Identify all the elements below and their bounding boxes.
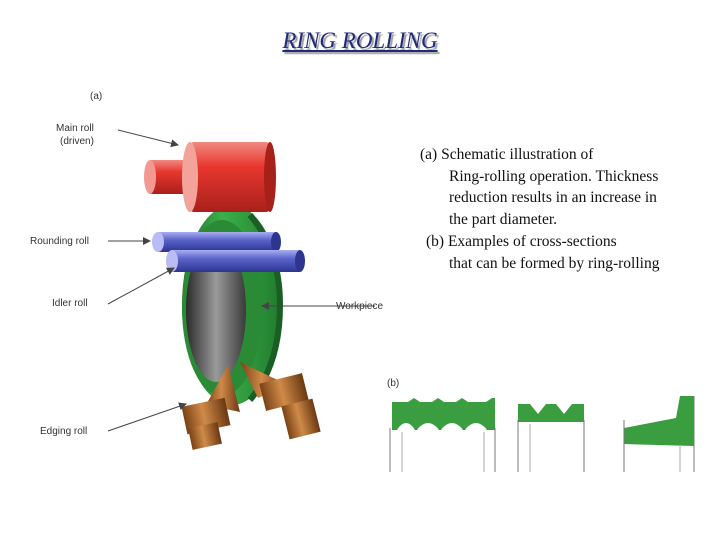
main-roll-label: Main roll — [56, 123, 94, 134]
edging-roll-label: Edging roll — [40, 426, 88, 437]
description: (a) Schematic illustration of Ring-rolli… — [420, 144, 660, 274]
cross-section-2 — [517, 404, 585, 472]
figure-a-label: (a) — [90, 91, 103, 102]
cross-section-3 — [623, 396, 695, 472]
description-a-cont: Ring-rolling operation. Thickness reduct… — [449, 167, 659, 228]
callout-arrows — [107, 129, 375, 432]
edging-roll-right — [240, 362, 321, 440]
description-item-a: (a) Schematic illustration of Ring-rolli… — [420, 144, 660, 230]
description-item-b: (b) Examples of cross-sections that can … — [426, 231, 660, 274]
description-b-cont: that can be formed by ring-rolling — [449, 254, 660, 272]
workpiece-label: Workpiece — [336, 301, 384, 312]
description-b-lead: (b) Examples of cross-sections — [426, 233, 617, 250]
idler-roll-label: Idler roll — [52, 298, 88, 309]
rounding-roll — [152, 232, 281, 252]
rounding-roll-label: Rounding roll — [30, 236, 89, 247]
figure-b-label: (b) — [387, 378, 400, 389]
idler-roll — [166, 250, 305, 272]
main-roll-sub-label: (driven) — [60, 136, 94, 147]
edging-roll-left — [181, 365, 240, 450]
slide-title: RING ROLLING — [282, 28, 438, 53]
description-a-lead: (a) Schematic illustration of — [420, 146, 594, 163]
cross-section-1 — [389, 398, 496, 472]
main-roll — [144, 142, 276, 212]
